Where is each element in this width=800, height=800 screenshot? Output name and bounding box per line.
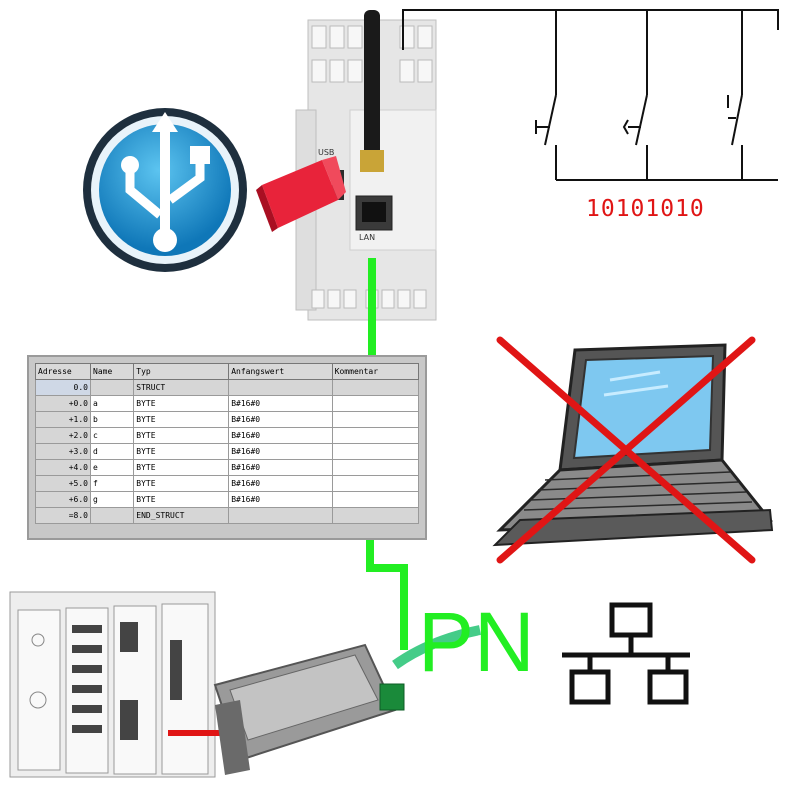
bit-pattern-label: 10101010 — [586, 196, 705, 222]
column-header: Name — [89, 363, 135, 380]
table-row: +3.0 d BYTE B#16#0 — [35, 443, 420, 460]
type-cell: END_STRUCT — [133, 507, 230, 524]
table-row: +5.0 f BYTE B#16#0 — [35, 475, 420, 492]
data-block-table: Adresse Name Typ Anfangswert Kommentar 0… — [27, 355, 427, 540]
comment-cell — [331, 379, 420, 396]
address-cell: +1.0 — [35, 411, 91, 428]
name-cell — [89, 507, 135, 524]
address-cell: +5.0 — [35, 475, 91, 492]
address-cell: +0.0 — [35, 395, 91, 412]
lan-port-label: LAN — [359, 233, 376, 242]
table-row: +0.0 a BYTE B#16#0 — [35, 395, 420, 412]
profinet-label: PN — [418, 595, 535, 689]
address-cell: =8.0 — [35, 507, 91, 524]
data-block-grid: Adresse Name Typ Anfangswert Kommentar 0… — [35, 363, 420, 524]
address-cell: +3.0 — [35, 443, 91, 460]
table-row: +6.0 g BYTE B#16#0 — [35, 491, 420, 508]
usb-port-label: USB — [318, 148, 335, 157]
table-row: 0.0 STRUCT — [35, 379, 420, 396]
table-row: =8.0 END_STRUCT — [35, 507, 420, 524]
init-cell — [228, 507, 333, 524]
address-cell: +6.0 — [35, 491, 91, 508]
table-row: +2.0 c BYTE B#16#0 — [35, 427, 420, 444]
name-cell: a — [89, 395, 135, 412]
address-cell: +2.0 — [35, 427, 91, 444]
type-cell: STRUCT — [133, 379, 230, 396]
comment-cell — [331, 507, 420, 524]
